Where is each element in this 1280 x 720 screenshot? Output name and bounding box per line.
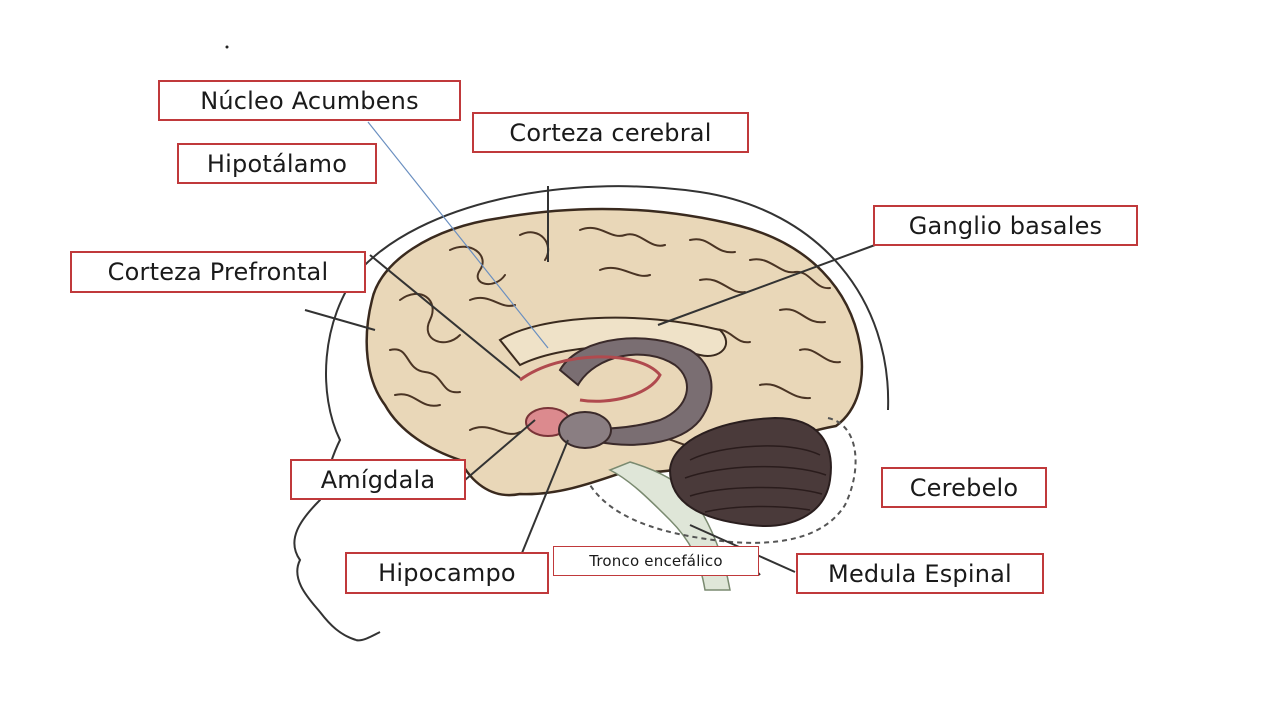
label-hipotalamo: Hipotálamo <box>177 143 377 184</box>
leader-line-nucleo-acumbens <box>367 121 549 349</box>
head-outline <box>293 185 890 641</box>
label-medula-espinal: Medula Espinal <box>796 553 1044 594</box>
label-nucleo-acumbens: Núcleo Acumbens <box>158 80 461 121</box>
hippocampus-shape <box>558 411 612 449</box>
leader-lines <box>304 186 876 576</box>
label-ganglio-basales: Ganglio basales <box>873 205 1138 246</box>
cerebellum-folia <box>684 445 827 513</box>
fornix-red <box>519 355 662 403</box>
cerebellum-shape <box>668 416 832 527</box>
label-tronco-encefalico: Tronco encefálico <box>553 546 759 576</box>
label-cerebelo: Cerebelo <box>881 467 1047 508</box>
label-amigdala: Amígdala <box>290 459 466 500</box>
label-corteza-cerebral: Corteza cerebral <box>472 112 749 153</box>
cerebellum-dashed-outline <box>589 417 857 544</box>
stray-dot <box>225 45 229 49</box>
label-corteza-prefrontal: Corteza Prefrontal <box>70 251 366 293</box>
chin-outline <box>355 631 381 642</box>
label-hipocampo: Hipocampo <box>345 552 549 594</box>
